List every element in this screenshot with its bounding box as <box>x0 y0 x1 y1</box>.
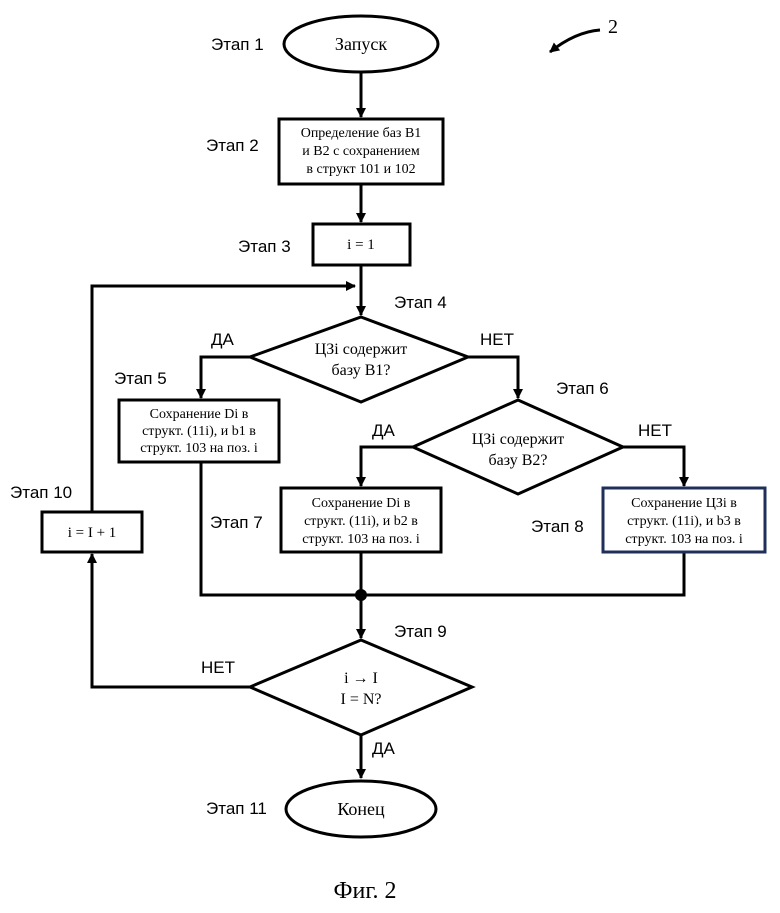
check-b2-line-2: базу B2? <box>489 452 548 469</box>
define-line-1: Определение баз B1 <box>301 126 422 141</box>
step-label-3: Этап 3 <box>238 237 291 256</box>
check-end-line-2: I = N? <box>340 691 381 708</box>
branch-no-step4: НЕТ <box>480 330 514 349</box>
step-label-8: Этап 8 <box>531 517 584 536</box>
figure-caption: Фиг. 2 <box>334 878 397 904</box>
branch-yes-step6: ДА <box>372 421 396 440</box>
init-label: i = 1 <box>347 237 375 253</box>
check-end-decision <box>250 640 472 735</box>
end-label: Конец <box>337 799 385 819</box>
save5-line-1: Сохранение Di в <box>150 407 249 422</box>
save7-line-3: структ. 103 на поз. i <box>302 532 420 547</box>
save7-line-1: Сохранение Di в <box>312 496 411 511</box>
increment-label: i = I + 1 <box>68 525 117 541</box>
step-label-5: Этап 5 <box>114 369 167 388</box>
check-b1-line-1: ЦЗi содержит <box>315 341 408 358</box>
step-label-4: Этап 4 <box>394 293 447 312</box>
connector-check-b2-yes <box>361 447 413 486</box>
connector-check-b1-yes <box>201 357 250 398</box>
step-label-11: Этап 11 <box>206 799 267 818</box>
figure-reference-arrow <box>550 30 600 52</box>
branch-no-step9: НЕТ <box>201 658 235 677</box>
define-line-3: в структ 101 и 102 <box>306 162 415 177</box>
connector-check-b1-no <box>468 357 518 398</box>
check-end-line-1: i → I <box>344 670 378 687</box>
save8-line-2: структ. (11i), и b3 в <box>627 514 741 529</box>
step-label-2: Этап 2 <box>206 136 259 155</box>
branch-yes-step9: ДА <box>372 739 396 758</box>
save7-line-2: структ. (11i), и b2 в <box>304 514 418 529</box>
connector-save8-merge <box>361 552 684 595</box>
save5-line-2: структ. (11i), и b1 в <box>142 424 256 439</box>
check-b2-line-1: ЦЗi содержит <box>472 431 565 448</box>
step-label-1: Этап 1 <box>211 35 264 54</box>
step-label-10: Этап 10 <box>10 483 72 502</box>
start-label: Запуск <box>335 34 387 54</box>
branch-no-step6: НЕТ <box>638 421 672 440</box>
save5-line-3: структ. 103 на поз. i <box>140 441 258 456</box>
connector-check-b2-no <box>623 447 684 486</box>
step-label-7: Этап 7 <box>210 513 263 532</box>
save8-line-3: структ. 103 на поз. i <box>625 532 743 547</box>
define-line-2: и B2 с сохранением <box>302 144 420 159</box>
check-b1-decision <box>250 317 468 402</box>
step-label-9: Этап 9 <box>394 622 447 641</box>
figure-reference: 2 <box>608 16 618 38</box>
step-label-6: Этап 6 <box>556 379 609 398</box>
branch-yes-step4: ДА <box>211 330 235 349</box>
save8-line-1: Сохранение ЦЗi в <box>631 496 737 511</box>
check-b1-line-2: базу B1? <box>332 362 391 379</box>
